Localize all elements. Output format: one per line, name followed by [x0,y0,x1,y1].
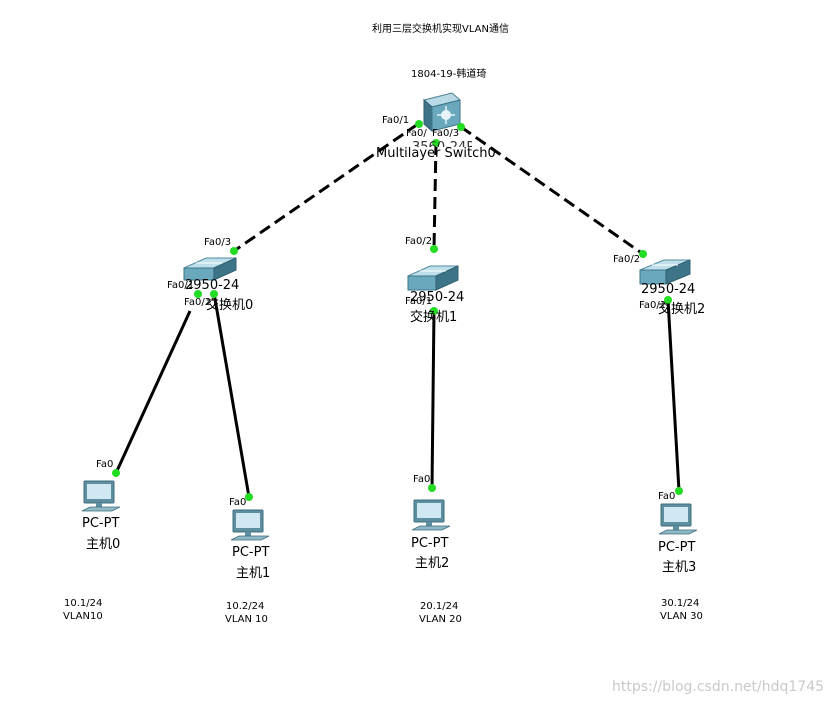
access-link-sw0-pc0 [114,310,192,474]
port-label: Fa0 [658,491,676,502]
port-label: Fa0 [413,474,431,485]
ip-note: 10.2/24 [226,601,265,612]
device-model-label: 3560-24PS [412,140,472,155]
port-dot [112,469,120,477]
diagram-title: 利用三层交换机实现VLAN通信 [372,24,509,35]
port-label: Fa0 [96,459,114,470]
ip-note: 10.1/24 [64,598,103,609]
access-link-sw1-pc2 [430,309,436,489]
pc-icon[interactable] [230,509,270,541]
device-model-label: PC-PT [82,516,120,531]
device-name-label: 主机3 [662,560,697,575]
multilayer-switch-icon[interactable] [422,92,462,133]
device-name-label: 主机2 [415,556,450,571]
device-name-label: Multilayer Switch0 [376,146,496,161]
port-label: Fa0/1 [167,280,195,291]
device-model-label: 2950-24 [410,290,465,305]
port-dot [415,120,423,128]
port-dot [639,250,647,258]
port-label: Fa0/1 [405,296,433,307]
port-dot [428,484,436,492]
device-model-label: 2950-24 [641,282,696,297]
device-name-label: 交换机1 [410,310,458,325]
author-label: 1804-19-韩道琦 [411,69,487,80]
access-link-sw2-pc3 [666,299,681,492]
port-label: Fa0/ [406,128,427,139]
port-dot [457,123,465,131]
ip-note: 30.1/24 [661,598,700,609]
device-model-label: PC-PT [232,545,270,560]
ip-note: 20.1/24 [420,601,459,612]
switch-icon[interactable] [639,259,691,285]
port-dot [432,139,440,147]
vlan-note: VLAN 10 [225,614,268,625]
pc-icon[interactable] [658,503,698,535]
port-label: Fa0/2 [405,236,433,247]
device-name-label: 主机1 [236,566,271,581]
port-dot [245,493,253,501]
device-name-label: 主机0 [86,537,121,552]
trunk-link-ms-sw0 [233,122,419,253]
watermark: https://blog.csdn.net/hdq1745 [612,679,825,695]
device-name-label: 交换机0 [206,298,254,313]
port-label: Fa0 [229,497,247,508]
switch-icon[interactable] [407,265,459,291]
vlan-note: VLAN 20 [419,614,462,625]
port-label: Fa0/1 [639,300,667,311]
device-model-label: PC-PT [658,540,696,555]
device-model-label: 2950-24 [185,278,240,293]
port-dot [210,290,218,298]
port-dot [230,247,238,255]
port-dot [430,245,438,253]
port-label: Fa0/3 [204,237,232,248]
vlan-note: VLAN 30 [660,611,703,622]
device-name-label: 交换机2 [658,302,706,317]
port-dot [664,296,672,304]
port-label: Fa0/2 [184,297,212,308]
port-label: Fa0/3 [432,128,460,139]
pc-icon[interactable] [411,499,451,531]
port-status-dots [112,120,683,501]
trunk-link-ms-sw2 [460,125,644,256]
vlan-note: VLAN10 [63,611,103,622]
pc-icon[interactable] [81,480,121,512]
port-label: Fa0/2 [613,254,641,265]
port-dot [675,487,683,495]
switch-icon[interactable] [183,257,237,281]
access-link-sw0-pc1 [212,292,251,498]
port-label: Fa0/1 [382,115,410,126]
port-dot [430,307,438,315]
device-model-label: PC-PT [411,536,449,551]
port-dot [194,290,202,298]
